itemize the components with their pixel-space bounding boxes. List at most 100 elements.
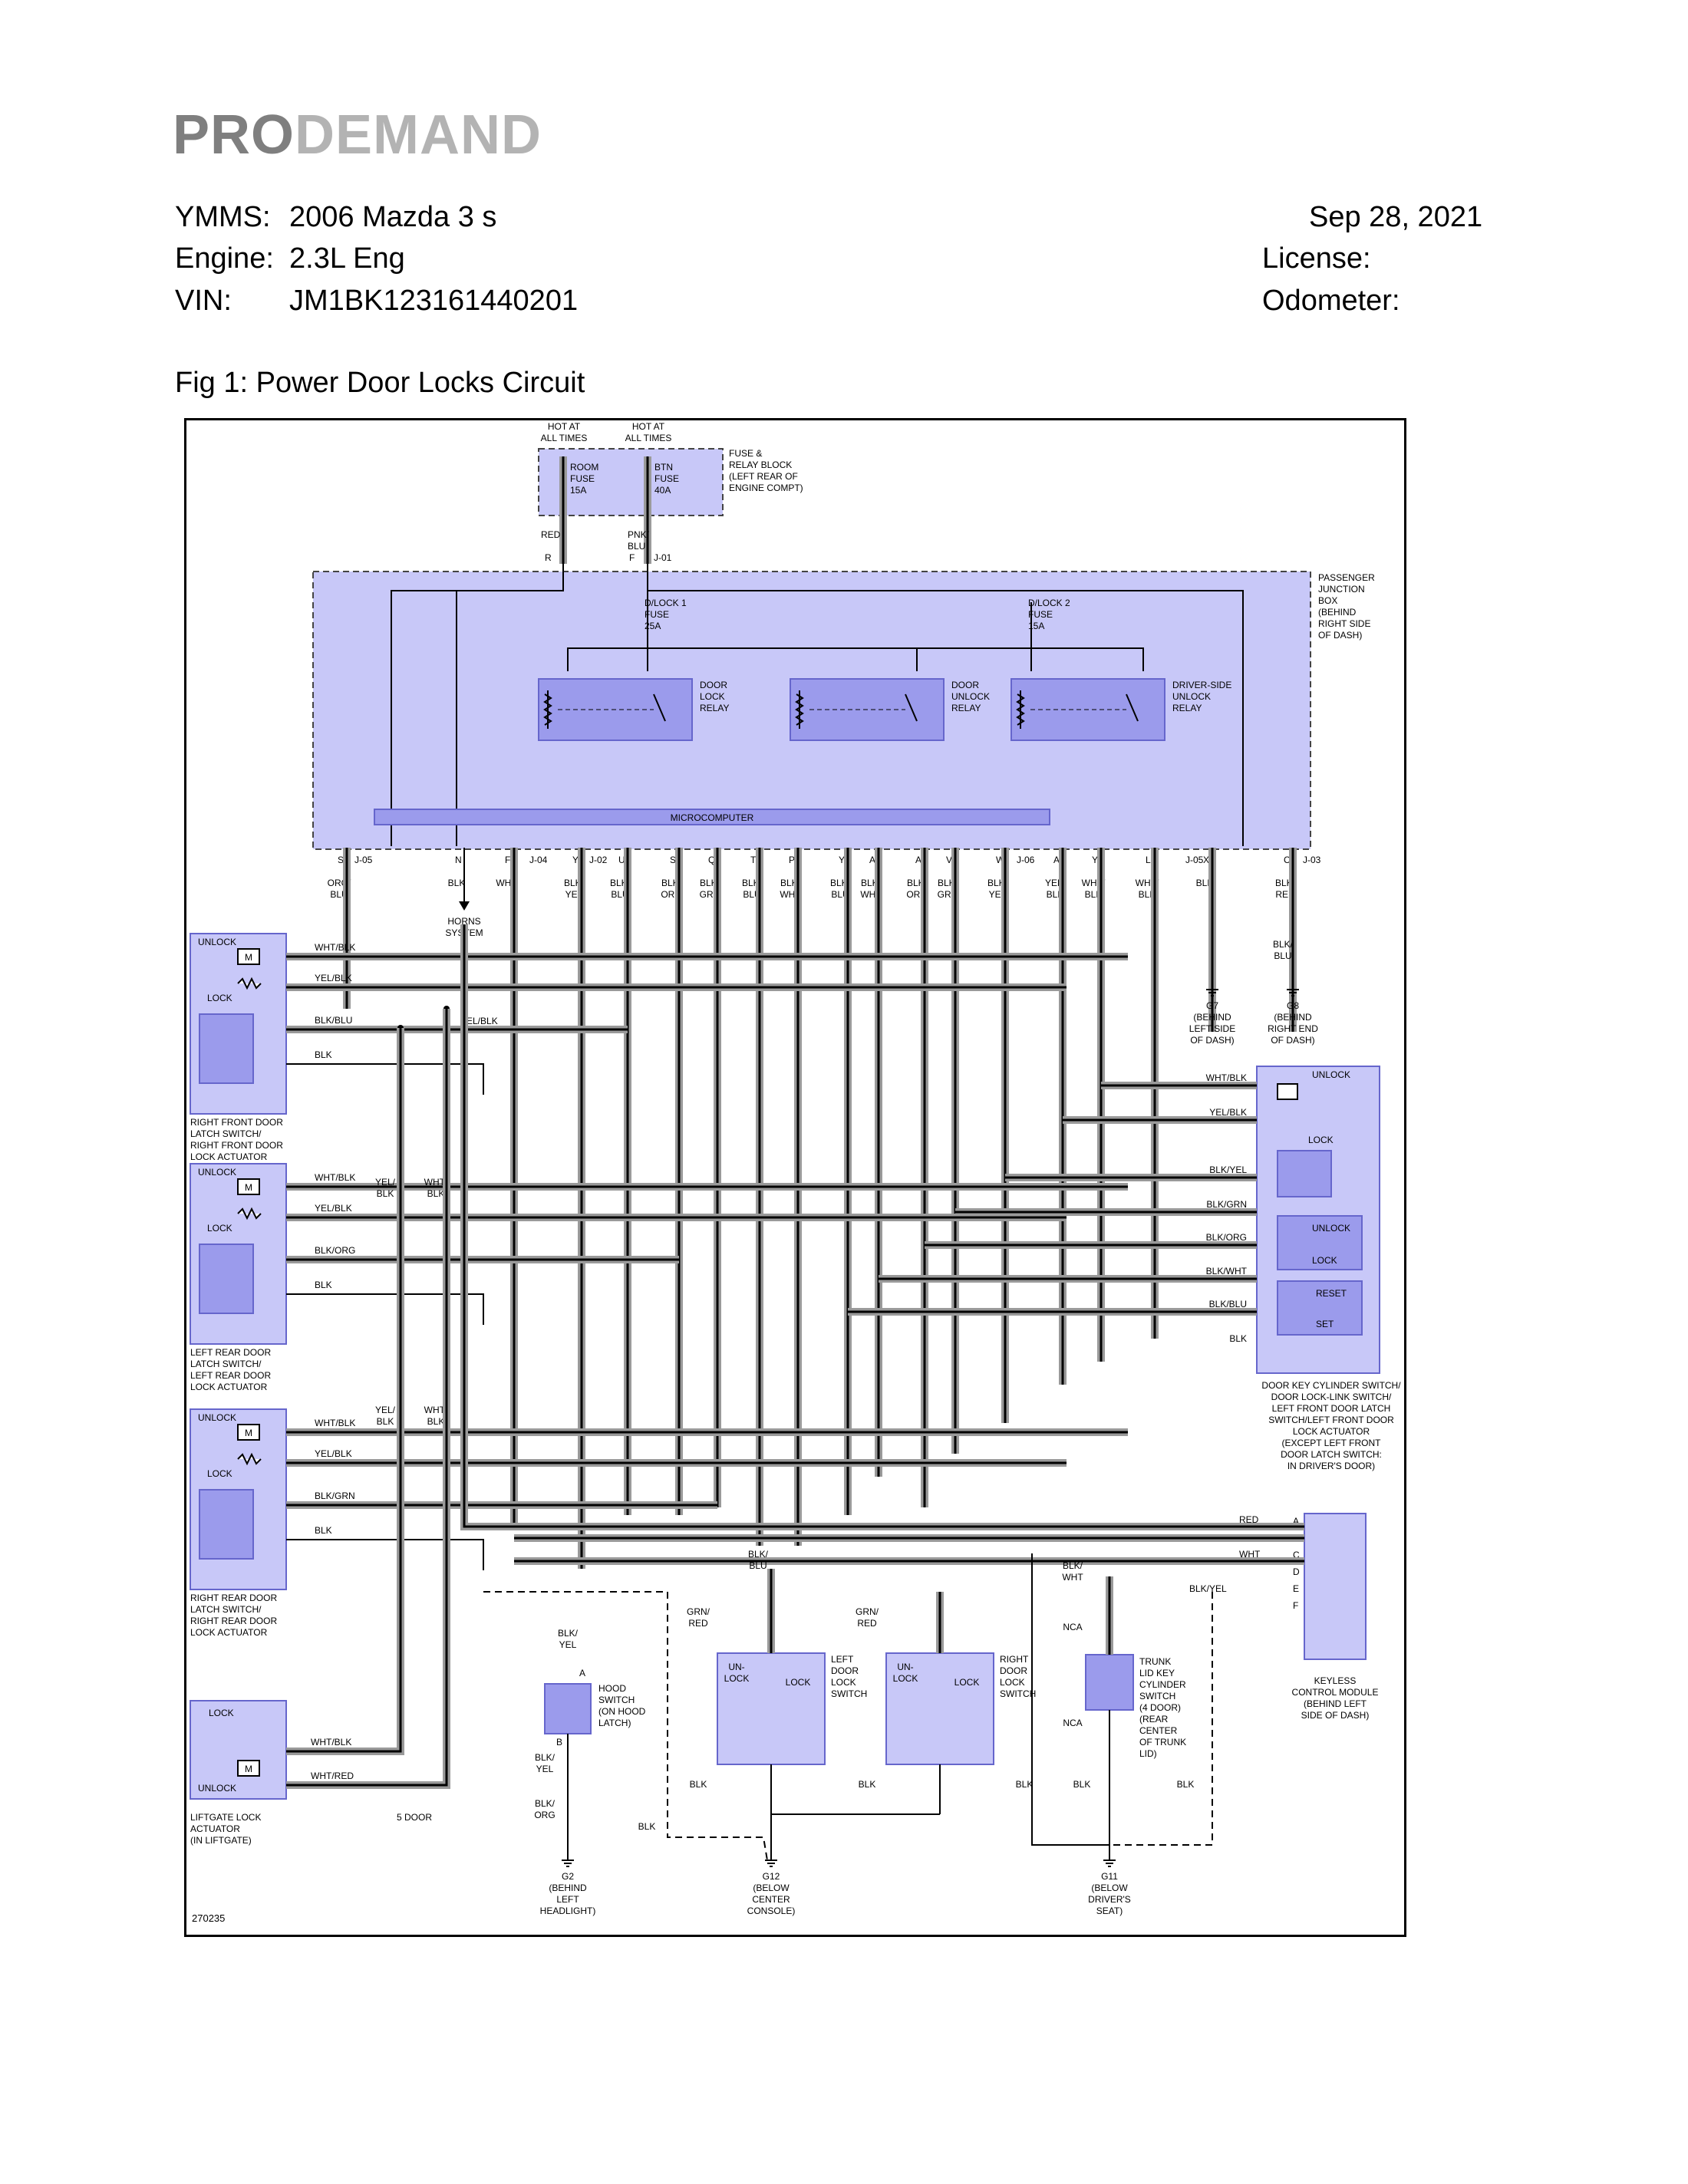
- right-front-actuator-solenoid: [237, 977, 262, 990]
- right-rear-actuator-w3: [286, 1539, 484, 1570]
- right-front-actuator-motor-label: M: [245, 952, 252, 963]
- left-door-lock-switch-lock: LOCK: [786, 1677, 811, 1688]
- figure-id: 270235: [192, 1912, 225, 1924]
- five-door-label: 5 DOOR: [397, 1812, 432, 1823]
- driver-unlock: UNLOCK: [1312, 1069, 1350, 1080]
- dash-to-g11: [1109, 1592, 1213, 1846]
- liftgate-wire-0: WHT/BLK: [311, 1737, 351, 1748]
- driver-unlock-relay-coil: [1016, 690, 1025, 729]
- right-rear-actuator-unlock: UNLOCK: [198, 1412, 236, 1423]
- driver-set: SET: [1316, 1319, 1334, 1329]
- wht-blk-split-1: WHT/BLK: [424, 1177, 448, 1199]
- hood-dash: [483, 1591, 768, 1861]
- driver-wire-label-5: BLK/WHT: [1206, 1266, 1248, 1276]
- door-unlock-relay-coil: [795, 690, 804, 729]
- pin-0: S: [338, 855, 344, 865]
- pin-4: U: [618, 855, 625, 865]
- left-rear-actuator-w3: [286, 1293, 484, 1325]
- right-rear-actuator-wire-1: YEL/BLK: [315, 1448, 352, 1459]
- driver-key-switch: [1277, 1150, 1332, 1197]
- right-door-lock-switch-lock: LOCK: [954, 1677, 980, 1688]
- g8-wire-label: BLK/BLU: [1273, 939, 1294, 961]
- liftgate-unlock: UNLOCK: [198, 1783, 236, 1794]
- left-rear-actuator-wire-0: WHT/BLK: [315, 1172, 355, 1183]
- wire-color-1: BLK: [448, 878, 466, 888]
- blk-to-g11: [1031, 1553, 1109, 1846]
- keyless-wire-red: RED: [1239, 1514, 1259, 1525]
- right-front-actuator-wire-2: BLK/BLU: [315, 1015, 352, 1026]
- pin-9: Y: [839, 855, 845, 865]
- pin-8: P: [789, 855, 795, 865]
- conn-j01: J-01: [654, 552, 672, 563]
- connector-4: J-05: [1185, 855, 1204, 865]
- ymms-value: 2006 Mazda 3 s: [289, 201, 497, 233]
- trunk-nca-bottom: NCA: [1063, 1718, 1082, 1728]
- liftgate-motor-label: M: [245, 1764, 252, 1774]
- door-unlock-relay-contact: [905, 693, 918, 722]
- right-rear-actuator-wire-3: BLK: [315, 1525, 332, 1536]
- g7-symbol: [1206, 989, 1218, 996]
- right-rear-actuator-motor: [237, 1424, 260, 1441]
- keyless-red: [463, 924, 1304, 1528]
- right-rear-actuator-wire-0: WHT/BLK: [315, 1418, 355, 1428]
- keyless-pin-4: E: [1293, 1583, 1299, 1594]
- left-rear-actuator-lock: LOCK: [207, 1223, 232, 1234]
- right-rear-actuator-lock: LOCK: [207, 1468, 232, 1479]
- relay-feed-1: [567, 647, 918, 671]
- right-rear-actuator-wire-2: BLK/GRN: [315, 1491, 355, 1501]
- liftgate-wire-1: WHT/RED: [311, 1771, 354, 1781]
- yel-blk-split-1: YEL/BLK: [375, 1177, 396, 1199]
- pin-6: Q: [708, 855, 715, 865]
- hood-pin-a: A: [579, 1668, 585, 1678]
- keyless-pin-0: A: [1293, 1516, 1299, 1527]
- driver-wire-label-7: BLK: [1229, 1333, 1247, 1344]
- yel-blk-split-2: YEL/BLK: [375, 1405, 396, 1427]
- hood-mid-wire: BLK/YEL: [535, 1752, 556, 1774]
- btn-bus: [647, 564, 1244, 846]
- pin-12: V: [946, 855, 952, 865]
- blk-blu-label: BLK/BLU: [748, 1549, 769, 1571]
- driver-link-switch: [1277, 1215, 1363, 1270]
- left-door-lock-switch-blk: BLK: [690, 1779, 707, 1790]
- right-front-actuator-w3: [286, 1063, 484, 1095]
- right-front-actuator-unlock: UNLOCK: [198, 937, 236, 947]
- pin-3: Y: [572, 855, 579, 865]
- pin-1: N: [455, 855, 462, 865]
- trunk-blk-2: BLK: [1073, 1779, 1091, 1790]
- driver-wire-label-6: BLK/BLU: [1209, 1299, 1247, 1309]
- pin-15: Y: [1092, 855, 1098, 865]
- driver-door-label: DOOR KEY CYLINDER SWITCH/DOOR LOCK-LINK …: [1261, 1380, 1401, 1471]
- left-rear-actuator-wire-2: BLK/ORG: [315, 1245, 355, 1256]
- right-rear-actuator-solenoid: [237, 1452, 262, 1466]
- left-door-lock-switch: [717, 1652, 826, 1765]
- door-lock-relay-coil: [543, 690, 552, 729]
- driver-unlock-relay-contact: [1126, 693, 1139, 722]
- pin-16: L: [1146, 855, 1151, 865]
- keyless-wire-blkyel: BLK/YEL: [1189, 1583, 1227, 1594]
- left-rear-actuator-unlock: UNLOCK: [198, 1167, 236, 1178]
- driver-wire-label-4: BLK/ORG: [1206, 1232, 1247, 1243]
- liftgate-w1: [286, 1009, 448, 1787]
- engine-value: 2.3L Eng: [289, 242, 405, 275]
- microcomputer-label: MICROCOMPUTER: [671, 812, 754, 823]
- right-front-actuator-latch-switch: [199, 1013, 254, 1084]
- right-door-lock-switch-unlock: UN-LOCK: [893, 1662, 918, 1684]
- g2-symbol: [562, 1860, 574, 1867]
- connector-1: J-04: [529, 855, 548, 865]
- right-door-lock-switch-wire-top: GRN/RED: [856, 1606, 879, 1629]
- wht-blk-split-2: WHT/BLK: [424, 1405, 448, 1427]
